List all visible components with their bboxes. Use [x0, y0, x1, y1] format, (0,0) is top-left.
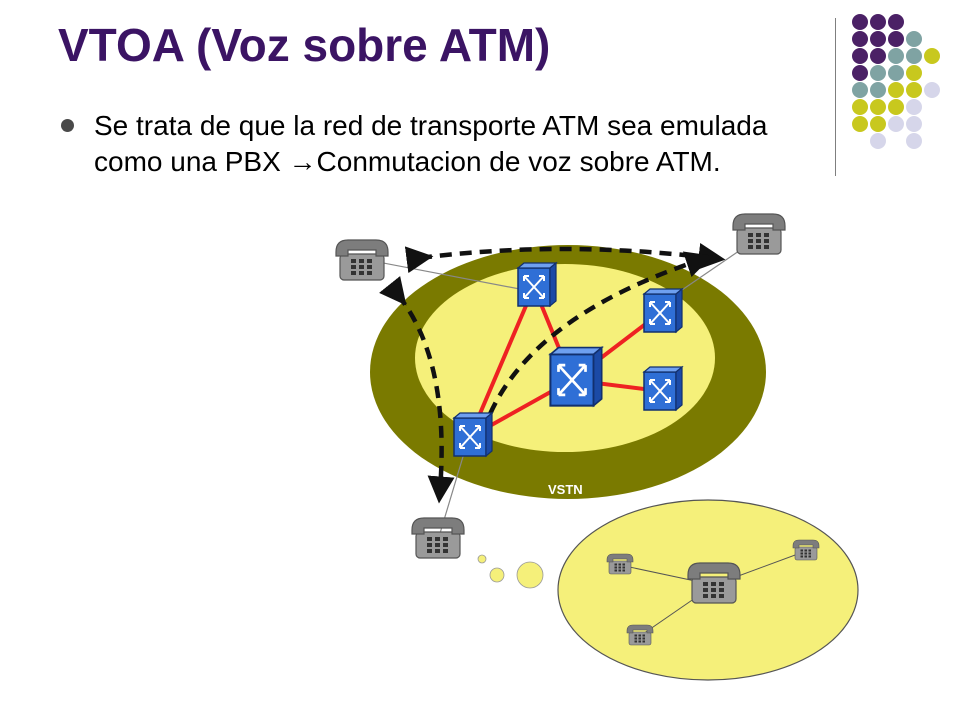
dot — [870, 65, 886, 81]
telephone-icon — [335, 239, 389, 281]
dot — [870, 82, 886, 98]
dot — [870, 31, 886, 47]
dot — [888, 99, 904, 115]
voice-path — [480, 251, 713, 433]
dot — [888, 31, 904, 47]
access-line — [377, 261, 526, 291]
dot — [888, 48, 904, 64]
switch-icon — [517, 262, 557, 307]
pbx-telephone-icon — [687, 562, 741, 604]
dot — [870, 116, 886, 132]
telephone-icon — [411, 517, 465, 559]
dot — [906, 65, 922, 81]
switch-icon — [643, 366, 683, 411]
dot — [870, 14, 886, 30]
telephone-icon — [732, 213, 786, 255]
dot — [888, 65, 904, 81]
dot — [852, 82, 868, 98]
bullet-item: Se trata de que la red de transporte ATM… — [58, 108, 828, 180]
dot — [852, 65, 868, 81]
bubble — [477, 554, 487, 564]
dot — [906, 82, 922, 98]
voice-path — [404, 243, 726, 274]
dot — [870, 99, 886, 115]
dot — [888, 116, 904, 132]
title-divider — [835, 18, 836, 176]
dot — [906, 31, 922, 47]
dot — [870, 48, 886, 64]
voice-paths — [379, 243, 726, 504]
dot — [852, 48, 868, 64]
vstn-label: VSTN — [548, 482, 583, 497]
bubble — [489, 567, 505, 583]
switch-icon — [453, 412, 493, 457]
telephone-icon — [606, 553, 634, 575]
dot — [906, 99, 922, 115]
dot — [852, 31, 868, 47]
bubble — [516, 561, 544, 589]
dot — [870, 133, 886, 149]
telephone-icon — [626, 624, 654, 646]
dot — [924, 82, 940, 98]
dot — [852, 116, 868, 132]
dot — [888, 82, 904, 98]
dot — [906, 116, 922, 132]
dot — [906, 133, 922, 149]
dot — [888, 14, 904, 30]
switch-icon — [643, 288, 683, 333]
dot — [852, 99, 868, 115]
dot — [906, 48, 922, 64]
bullet-list: Se trata de que la red de transporte ATM… — [58, 108, 828, 180]
bullet-dot — [61, 119, 74, 132]
voice-path — [379, 276, 455, 504]
trunk-link — [468, 286, 536, 438]
dot — [852, 14, 868, 30]
bullet-text: Se trata de que la red de transporte ATM… — [94, 110, 768, 177]
thought-bubbles — [477, 554, 544, 589]
telephone-icon — [792, 539, 820, 561]
switch-icon — [549, 346, 604, 407]
dot — [924, 48, 940, 64]
page-title: VTOA (Voz sobre ATM) — [58, 19, 551, 71]
